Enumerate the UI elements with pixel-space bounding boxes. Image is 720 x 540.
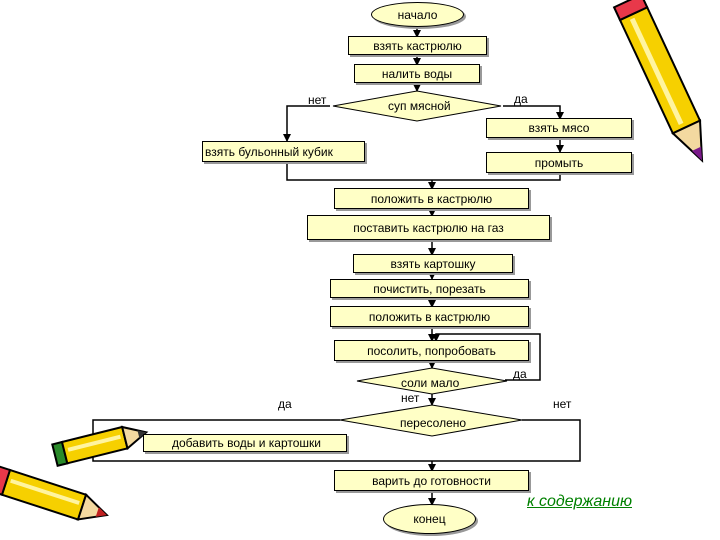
oversalted-yes-label: да bbox=[278, 397, 292, 411]
decision-little-salt-shape bbox=[356, 367, 508, 395]
decision-meat-soup-shape bbox=[332, 90, 502, 122]
put-on-gas-step: поставить кастрюлю на газ bbox=[307, 215, 550, 240]
pencil-icon bbox=[612, 0, 704, 163]
take-meat-step: взять мясо bbox=[486, 118, 632, 138]
start-terminator: начало bbox=[371, 2, 464, 27]
take-pot-step: взять кастрюлю bbox=[348, 36, 487, 55]
take-potato-step: взять картошку bbox=[353, 254, 513, 273]
little-salt-no-label: нет bbox=[401, 391, 420, 405]
wash-step: промыть bbox=[486, 152, 632, 173]
branch-yes-label: да bbox=[514, 92, 528, 106]
branch-no-label: нет bbox=[308, 93, 327, 107]
decision-meat-soup-label: суп мясной bbox=[388, 99, 451, 113]
take-cube-step: взять бульонный кубик bbox=[202, 141, 365, 162]
pencil-icon bbox=[51, 425, 149, 467]
salt-taste-step: посолить, попробовать bbox=[334, 340, 529, 361]
cook-until-ready-step: варить до готовности bbox=[334, 470, 529, 491]
put-in-pot-step: положить в кастрюлю bbox=[330, 306, 529, 327]
peel-cut-step: почистить, порезать bbox=[330, 279, 529, 298]
pour-water-step: налить воды bbox=[354, 64, 480, 83]
add-water-potato-step: добавить воды и картошки bbox=[143, 434, 347, 452]
decision-little-salt-label: соли мало bbox=[401, 376, 460, 390]
decision-oversalted-label: пересолено bbox=[400, 416, 467, 430]
little-salt-yes-label: да bbox=[513, 367, 527, 381]
oversalted-no-label: нет bbox=[553, 397, 572, 411]
pencil-icon bbox=[0, 465, 109, 521]
contents-link[interactable]: к содержанию bbox=[527, 493, 632, 510]
end-terminator: конец bbox=[383, 504, 476, 534]
decision-oversalted-shape bbox=[339, 404, 523, 437]
put-in-pot-step: положить в кастрюлю bbox=[334, 188, 529, 209]
